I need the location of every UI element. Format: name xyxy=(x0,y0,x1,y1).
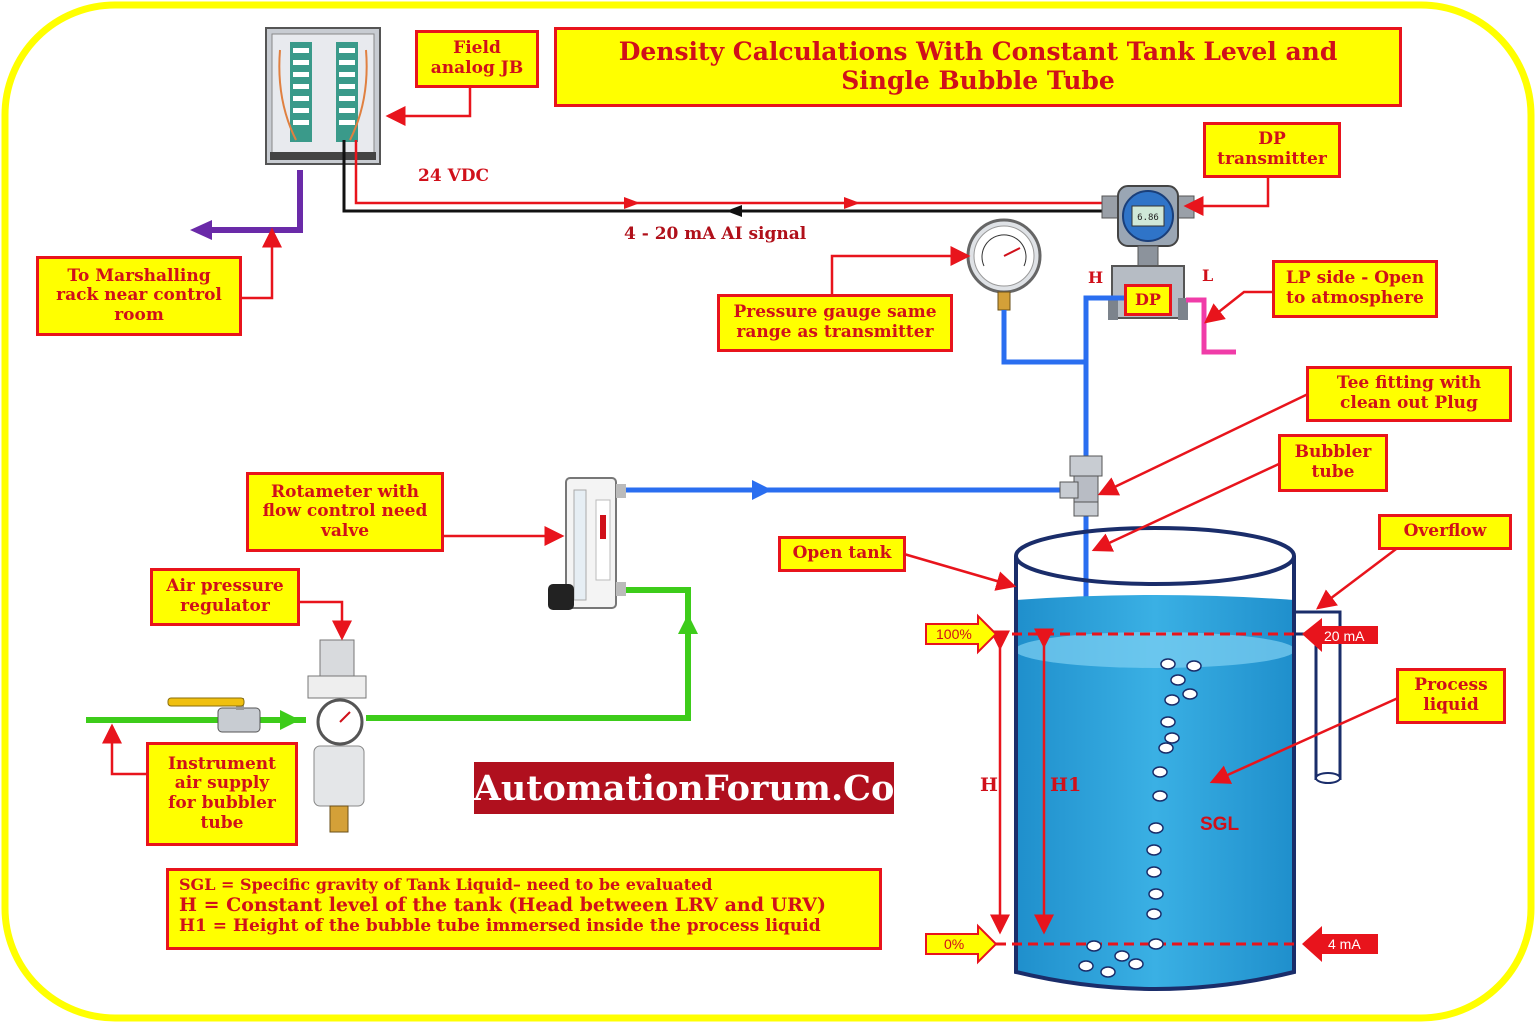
pressure-gauge-label: Pressure gauge same range as transmitter xyxy=(717,294,953,352)
level-0-flag xyxy=(925,923,998,965)
air-regulator-label: Air pressure regulator xyxy=(150,568,300,626)
overflow-label: Overflow xyxy=(1378,514,1512,550)
gauge-line xyxy=(1001,310,1086,365)
air-arrow-icon xyxy=(280,710,300,730)
signal-arrow-icon xyxy=(726,205,742,217)
instrument-air-label: Instrument air supply for bubbler tube xyxy=(146,742,298,846)
junction-box-icon xyxy=(265,27,381,165)
transmitter-display: 6.86 xyxy=(1137,213,1159,223)
power-line xyxy=(354,140,1118,205)
air-regulator-icon xyxy=(307,639,367,833)
lp-side-label: LP side - Open to atmosphere xyxy=(1272,260,1438,318)
bubbler-tube-label: Bubbler tube xyxy=(1278,434,1388,492)
rotameter-label: Rotameter with flow control need valve xyxy=(246,472,444,552)
ma20-flag xyxy=(1302,618,1378,652)
hp-side-letter: H xyxy=(1088,268,1104,287)
level-100-flag xyxy=(925,613,998,655)
level-100-text: 100% xyxy=(936,626,972,642)
lp-line xyxy=(1186,297,1236,355)
marshalling-line xyxy=(208,170,303,233)
ball-valve-icon xyxy=(167,697,261,733)
vdc-label: 24 VDC xyxy=(418,166,490,186)
field-jb-label: Field analog JB xyxy=(415,30,539,88)
callout-lines xyxy=(102,86,1401,784)
legend-h: H = Constant level of the tank (Head bet… xyxy=(179,894,827,916)
dp-tag: DP xyxy=(1124,284,1172,316)
air-regulated-line xyxy=(366,587,691,721)
pressure-gauge-icon xyxy=(966,218,1042,311)
process-liquid-label: Process liquid xyxy=(1396,668,1506,724)
power-arrow-icon xyxy=(624,197,640,209)
level-0-text: 0% xyxy=(944,936,965,952)
h-text: H xyxy=(980,774,998,796)
sgl-text: SGL xyxy=(1200,814,1240,835)
ma4-flag xyxy=(1302,926,1378,962)
ma-20-text: 20 mA xyxy=(1324,628,1365,644)
marshalling-label: To Marshalling rack near control room xyxy=(36,256,242,336)
ma-4-text: 4 mA xyxy=(1328,936,1361,952)
legend-box: SGL = Specific gravity of Tank Liquid– n… xyxy=(166,868,882,950)
tee-fitting-icon xyxy=(1059,455,1103,517)
brand-banner: AutomationForum.Co xyxy=(474,762,894,814)
flow-arrow-icon xyxy=(752,480,772,500)
rotameter-icon xyxy=(548,477,626,610)
air-arrow-up-icon xyxy=(678,614,698,634)
open-tank-label: Open tank xyxy=(778,536,906,572)
bubbles xyxy=(1078,658,1202,978)
tee-fitting-label: Tee fitting with clean out Plug xyxy=(1306,366,1512,422)
signal-line xyxy=(342,140,1118,213)
h1-text: H1 xyxy=(1050,774,1082,796)
diagram-title: Density Calculations With Constant Tank … xyxy=(554,27,1402,107)
power-arrow-icon-2 xyxy=(844,197,860,209)
dp-transmitter-label: DP transmitter xyxy=(1203,122,1341,178)
lp-side-letter: L xyxy=(1202,266,1214,285)
title-line-2: Single Bubble Tube xyxy=(841,66,1115,95)
ai-signal-label: 4 - 20 mA AI signal xyxy=(624,224,807,244)
marshalling-arrow-icon xyxy=(190,220,212,240)
title-line-1: Density Calculations With Constant Tank … xyxy=(618,37,1338,67)
tank xyxy=(1014,526,1342,991)
legend-h1: H1 = Height of the bubble tube immersed … xyxy=(179,916,821,936)
legend-sgl: SGL = Specific gravity of Tank Liquid– n… xyxy=(179,875,713,894)
